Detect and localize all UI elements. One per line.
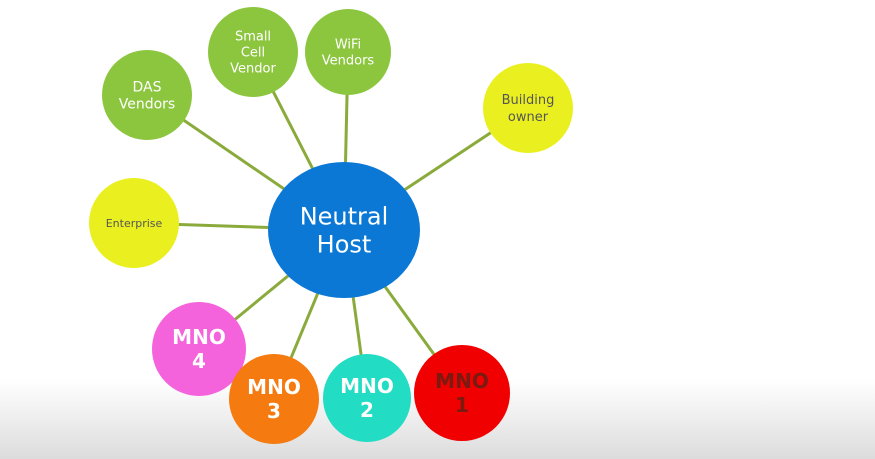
node-neutral-host-shape <box>268 162 420 298</box>
node-mno3-label: 3 <box>267 399 281 423</box>
node-enterprise: Enterprise <box>89 178 179 268</box>
node-building-label: owner <box>508 110 549 125</box>
node-small-cell-label: Small <box>235 30 271 45</box>
node-small-cell-label: Vendor <box>230 62 276 77</box>
node-mno1-label: MNO <box>435 369 489 393</box>
node-mno4-label: 4 <box>192 349 206 373</box>
node-mno2-label: MNO <box>340 374 394 398</box>
node-neutral-host-label: Host <box>317 230 372 258</box>
node-wifi-label: Vendors <box>322 54 375 69</box>
node-enterprise-label: Enterprise <box>106 217 163 230</box>
node-mno1-label: 1 <box>455 393 469 417</box>
node-das-shape <box>102 50 192 140</box>
node-small-cell-label: Cell <box>241 46 265 61</box>
node-mno2-shape <box>323 354 411 442</box>
node-das-label: Vendors <box>119 96 175 112</box>
node-building-shape <box>483 63 573 153</box>
node-mno4-label: MNO <box>172 325 226 349</box>
node-wifi-label: WiFi <box>335 38 361 53</box>
node-mno4-shape <box>152 302 246 396</box>
node-das-label: DAS <box>133 79 162 95</box>
node-wifi-shape <box>305 9 391 95</box>
node-mno1-shape <box>414 345 510 441</box>
node-mno3-shape <box>229 354 319 444</box>
node-neutral-host-label: Neutral <box>300 202 389 230</box>
node-mno2-label: 2 <box>360 398 374 422</box>
node-small-cell-shape <box>208 7 298 97</box>
node-building: Building owner <box>483 63 573 153</box>
node-mno3-label: MNO <box>247 375 301 399</box>
node-building-label: Building <box>502 93 555 108</box>
node-enterprise-shape <box>89 178 179 268</box>
